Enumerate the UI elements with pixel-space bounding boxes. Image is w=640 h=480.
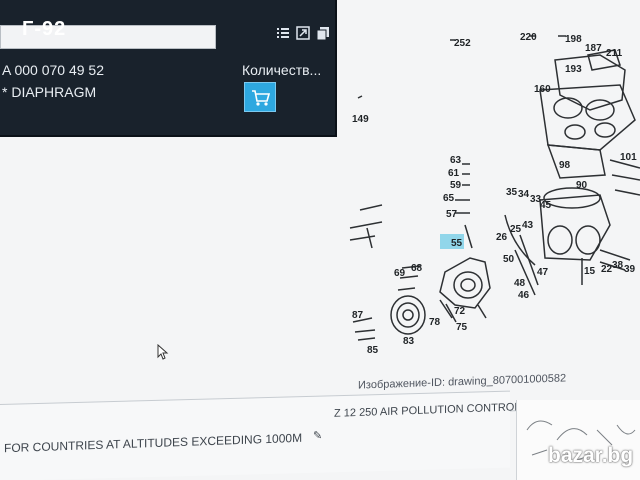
copy-icon[interactable] (316, 26, 330, 41)
callout-38[interactable]: 38 (612, 260, 624, 271)
callout-65[interactable]: 65 (443, 193, 455, 204)
callout-83[interactable]: 83 (403, 336, 415, 347)
expand-icon[interactable] (296, 26, 310, 40)
carburetor-assembly (504, 49, 640, 296)
callout-193[interactable]: 193 (565, 64, 582, 75)
callout-69[interactable]: 69 (394, 268, 406, 279)
highlight-part-55[interactable] (440, 234, 464, 249)
callout-78[interactable]: 78 (429, 317, 441, 328)
pump-assembly (349, 35, 566, 341)
callout-33[interactable]: 33 (530, 194, 542, 205)
callout-34[interactable]: 34 (518, 189, 530, 200)
callout-61[interactable]: 61 (448, 168, 460, 179)
callout-47[interactable]: 47 (537, 267, 549, 278)
callout-25[interactable]: 25 (510, 224, 522, 235)
callout-149[interactable]: 149 (352, 114, 369, 125)
cart-icon (252, 90, 271, 106)
callout-68[interactable]: 68 (411, 263, 423, 274)
watermark-logo: bazar.bg (548, 444, 634, 467)
part-number: A 000 070 49 52 (2, 62, 104, 78)
callout-220[interactable]: 220 (520, 32, 537, 43)
callout-45[interactable]: 45 (540, 200, 552, 211)
callout-57[interactable]: 57 (446, 209, 458, 220)
add-to-cart-button[interactable] (244, 82, 276, 112)
callout-48[interactable]: 48 (514, 278, 526, 289)
callout-26[interactable]: 26 (496, 232, 508, 243)
callout-50[interactable]: 50 (503, 254, 515, 265)
callout-15[interactable]: 15 (584, 266, 596, 277)
callout-72[interactable]: 72 (454, 306, 466, 317)
popup-toolbar (276, 26, 330, 41)
callout-98[interactable]: 98 (559, 160, 571, 171)
mouse-cursor-icon (157, 344, 169, 360)
listing-badge: Г-92 (22, 18, 67, 40)
list-icon[interactable] (276, 26, 290, 40)
callout-252[interactable]: 252 (454, 38, 471, 49)
callout-75[interactable]: 75 (456, 322, 468, 333)
callout-22[interactable]: 22 (601, 264, 613, 275)
callout-labels: 252 220 198 187 211 193 160 149 63 61 59… (352, 32, 637, 356)
callout-55[interactable]: 55 (451, 238, 463, 249)
callout-46[interactable]: 46 (518, 290, 530, 301)
part-description: * DIAPHRAGM (2, 84, 97, 100)
callout-59[interactable]: 59 (450, 180, 462, 191)
callout-39[interactable]: 39 (624, 264, 636, 275)
callout-87[interactable]: 87 (352, 310, 364, 321)
thumbnail-panel[interactable] (516, 400, 640, 480)
part-info-popup: A 000 070 49 52 * DIAPHRAGM Количеств... (0, 0, 337, 137)
callout-35[interactable]: 35 (506, 187, 518, 198)
edit-icon[interactable]: ✎ (313, 430, 323, 442)
quantity-label: Количеств... (242, 62, 322, 78)
callout-187[interactable]: 187 (585, 43, 602, 54)
callout-211[interactable]: 211 (606, 48, 623, 59)
callout-160[interactable]: 160 (534, 84, 551, 95)
callout-101[interactable]: 101 (620, 152, 637, 163)
thumbnail-drawing (526, 420, 636, 461)
callout-43[interactable]: 43 (522, 220, 534, 231)
callout-198[interactable]: 198 (565, 34, 582, 45)
callout-90[interactable]: 90 (576, 180, 588, 191)
callout-63[interactable]: 63 (450, 155, 462, 166)
callout-85[interactable]: 85 (367, 345, 379, 356)
part-search-input[interactable] (0, 25, 216, 49)
